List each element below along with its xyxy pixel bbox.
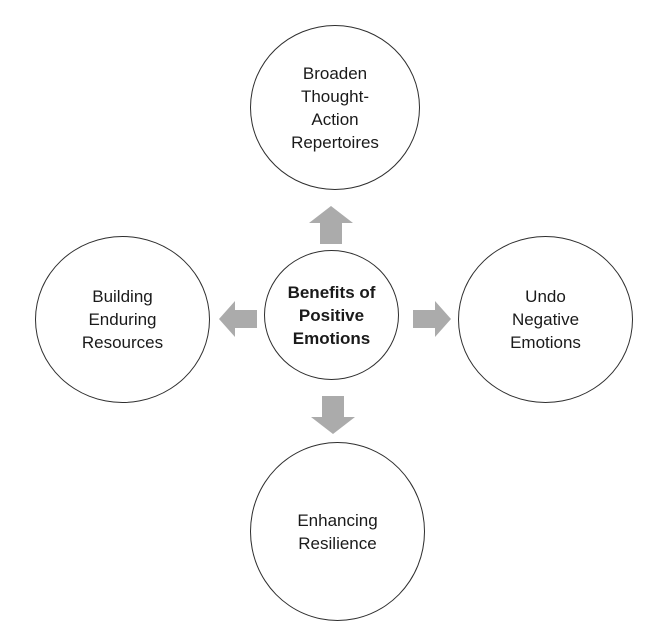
- node-label-building-enduring-resources: Building Enduring Resources: [81, 287, 164, 352]
- node-broaden-thought-action-repertoires: Broaden Thought- Action Repertoires: [250, 25, 420, 190]
- node-label-benefits-of-positive-emotions: Benefits of Positive Emotions: [287, 282, 376, 348]
- node-label-broaden-thought-action-repertoires: Broaden Thought- Action Repertoires: [291, 63, 379, 152]
- arrow-right-shape: [413, 301, 451, 337]
- arrow-down-shape: [311, 396, 355, 434]
- node-undo-negative-emotions: Undo Negative Emotions: [458, 236, 633, 403]
- node-enhancing-resilience: Enhancing Resilience: [250, 442, 425, 621]
- node-label-enhancing-resilience: Enhancing Resilience: [297, 510, 378, 553]
- arrow-left-shape: [219, 301, 257, 337]
- node-label-undo-negative-emotions: Undo Negative Emotions: [510, 287, 581, 352]
- arrow-right-icon: [413, 301, 451, 337]
- arrow-up-shape: [309, 206, 353, 244]
- arrow-up-icon: [309, 206, 353, 244]
- node-benefits-of-positive-emotions: Benefits of Positive Emotions: [264, 250, 399, 380]
- arrow-down-icon: [311, 396, 355, 434]
- node-building-enduring-resources: Building Enduring Resources: [35, 236, 210, 403]
- arrow-left-icon: [219, 301, 257, 337]
